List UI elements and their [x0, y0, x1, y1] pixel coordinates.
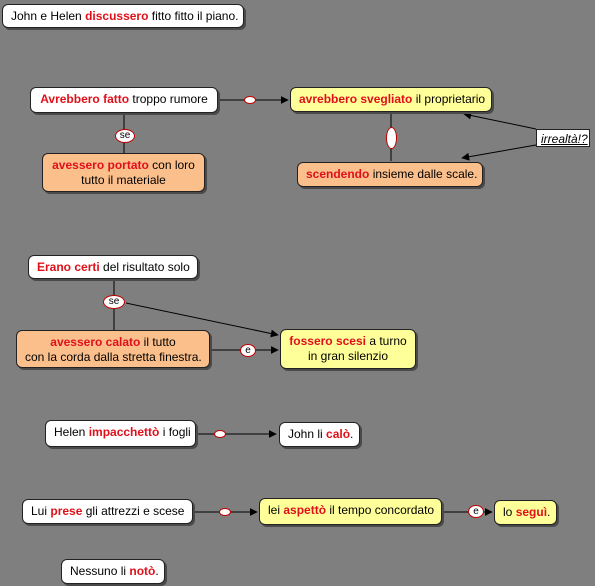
- text-pre: John e Helen: [11, 9, 86, 23]
- note-irrealta: irrealtà!?: [536, 129, 590, 147]
- verb-keyword: prese: [50, 504, 83, 518]
- connector-e-1: e: [240, 344, 256, 357]
- edge-note-b5: [461, 144, 537, 161]
- text-line2: con la corda dalla stretta finestra.: [25, 350, 202, 364]
- sentence-box-13: lo seguì.: [494, 500, 557, 525]
- sentence-box-5: scendendo insieme dalle scale.: [297, 162, 483, 187]
- text-post: .: [350, 427, 354, 441]
- text-pre: Nessuno li: [70, 564, 130, 578]
- text-post: il tutto: [140, 335, 176, 349]
- sentence-box-10: John li calò.: [279, 422, 360, 447]
- text-post: del risultato solo: [99, 260, 190, 274]
- text-line2: tutto il materiale: [81, 173, 166, 187]
- connector-blank-3: [214, 430, 226, 438]
- text-line2: in gran silenzio: [307, 349, 389, 363]
- edge-note-b3: [463, 111, 537, 130]
- verb-keyword: fossero scesi: [289, 334, 366, 348]
- verb-keyword: Erano certi: [37, 260, 100, 274]
- text-post: il proprietario: [412, 92, 486, 106]
- text-post: gli attrezzi e scese: [82, 504, 185, 518]
- text-post: fitto fitto il piano.: [148, 9, 239, 23]
- sentence-box-14: Nessuno li notò.: [61, 559, 165, 584]
- verb-keyword: avessero portato: [52, 158, 149, 172]
- connector-e-2: e: [468, 505, 484, 518]
- text-post: troppo rumore: [129, 92, 208, 106]
- connector-se-1: se: [115, 129, 135, 143]
- text-post: .: [547, 505, 551, 519]
- connector-blank-2: [386, 127, 397, 149]
- sentence-box-7: avessero calato il tutto con la corda da…: [16, 330, 210, 368]
- text-pre: Helen: [54, 425, 89, 439]
- connector-blank-4: [219, 508, 231, 516]
- text-post: i fogli: [159, 425, 191, 439]
- sentence-box-2: Avrebbero fatto troppo rumore: [30, 87, 218, 113]
- text-post: insieme dalle scale.: [369, 167, 478, 181]
- text-pre: lo: [503, 505, 516, 519]
- edge-se-b8: [125, 302, 279, 338]
- verb-keyword: avrebbero svegliato: [299, 92, 413, 106]
- verb-keyword: discussero: [85, 9, 149, 23]
- sentence-box-6: Erano certi del risultato solo: [28, 255, 198, 279]
- verb-keyword: seguì: [515, 505, 548, 519]
- text-post: con loro: [148, 158, 195, 172]
- verb-keyword: aspettò: [283, 503, 327, 517]
- sentence-box-3: avrebbero svegliato il proprietario: [290, 87, 492, 112]
- sentence-box-8: fossero scesi a turno in gran silenzio: [280, 329, 416, 369]
- text-pre: John li: [288, 427, 327, 441]
- text-post: .: [155, 564, 159, 578]
- text-post: il tempo concordato: [326, 503, 435, 517]
- verb-keyword: impacchettò: [88, 425, 160, 439]
- text-pre: Lui: [31, 504, 51, 518]
- verb-keyword: notò: [129, 564, 156, 578]
- connector-se-2: se: [103, 295, 125, 309]
- sentence-box-9: Helen impacchettò i fogli: [45, 420, 196, 447]
- sentence-box-1: John e Helen discussero fitto fitto il p…: [2, 4, 244, 28]
- sentence-box-11: Lui prese gli attrezzi e scese: [22, 499, 193, 524]
- verb-keyword: avessero calato: [50, 335, 141, 349]
- sentence-box-4: avessero portato con loro tutto il mater…: [42, 153, 205, 192]
- connector-blank-1: [244, 96, 256, 104]
- verb-keyword: scendendo: [306, 167, 370, 181]
- sentence-box-12: lei aspettò il tempo concordato: [259, 498, 442, 525]
- verb-keyword: Avrebbero fatto: [40, 92, 130, 106]
- verb-keyword: calò: [326, 427, 351, 441]
- text-pre: lei: [268, 503, 284, 517]
- text-post: a turno: [366, 334, 407, 348]
